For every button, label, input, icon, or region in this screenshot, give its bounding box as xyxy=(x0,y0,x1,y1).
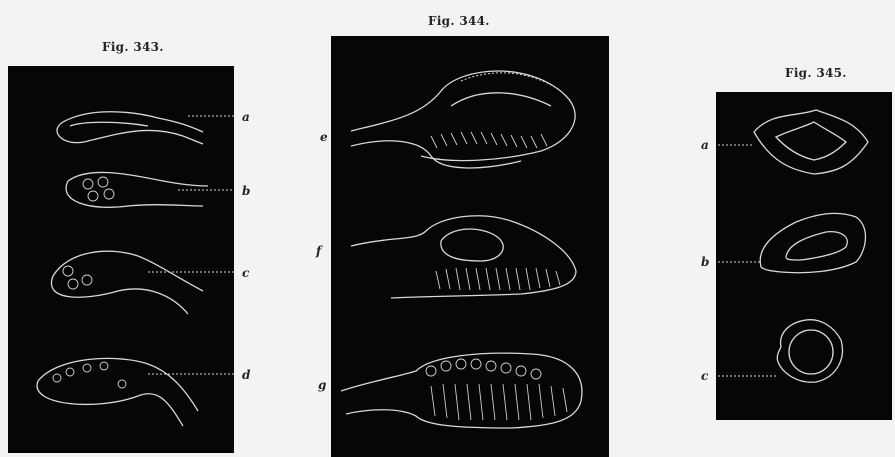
fig-345-label-b: b xyxy=(701,255,709,269)
fig-345-label-c: c xyxy=(701,369,708,383)
fig-345-plate xyxy=(716,92,892,420)
fig-344-label-e: e xyxy=(320,130,328,144)
fig-344-plate xyxy=(331,36,609,457)
fig-344-caption: Fig. 344. xyxy=(428,14,490,28)
fig-343-drawing xyxy=(8,66,234,453)
fig-345-caption: Fig. 345. xyxy=(785,66,847,80)
fig-343-caption: Fig. 343. xyxy=(102,40,164,54)
fig-344-label-g: g xyxy=(318,378,326,392)
fig-344-drawing xyxy=(331,36,609,457)
fig-343-label-c: c xyxy=(242,266,249,280)
fig-343-label-b: b xyxy=(242,184,250,198)
fig-345-drawing xyxy=(716,92,892,420)
fig-345-label-a: a xyxy=(701,138,709,152)
fig-343-plate xyxy=(8,66,234,453)
fig-344-label-f: f xyxy=(316,244,321,258)
fig-343-label-d: d xyxy=(242,368,250,382)
fig-343-label-a: a xyxy=(242,110,250,124)
